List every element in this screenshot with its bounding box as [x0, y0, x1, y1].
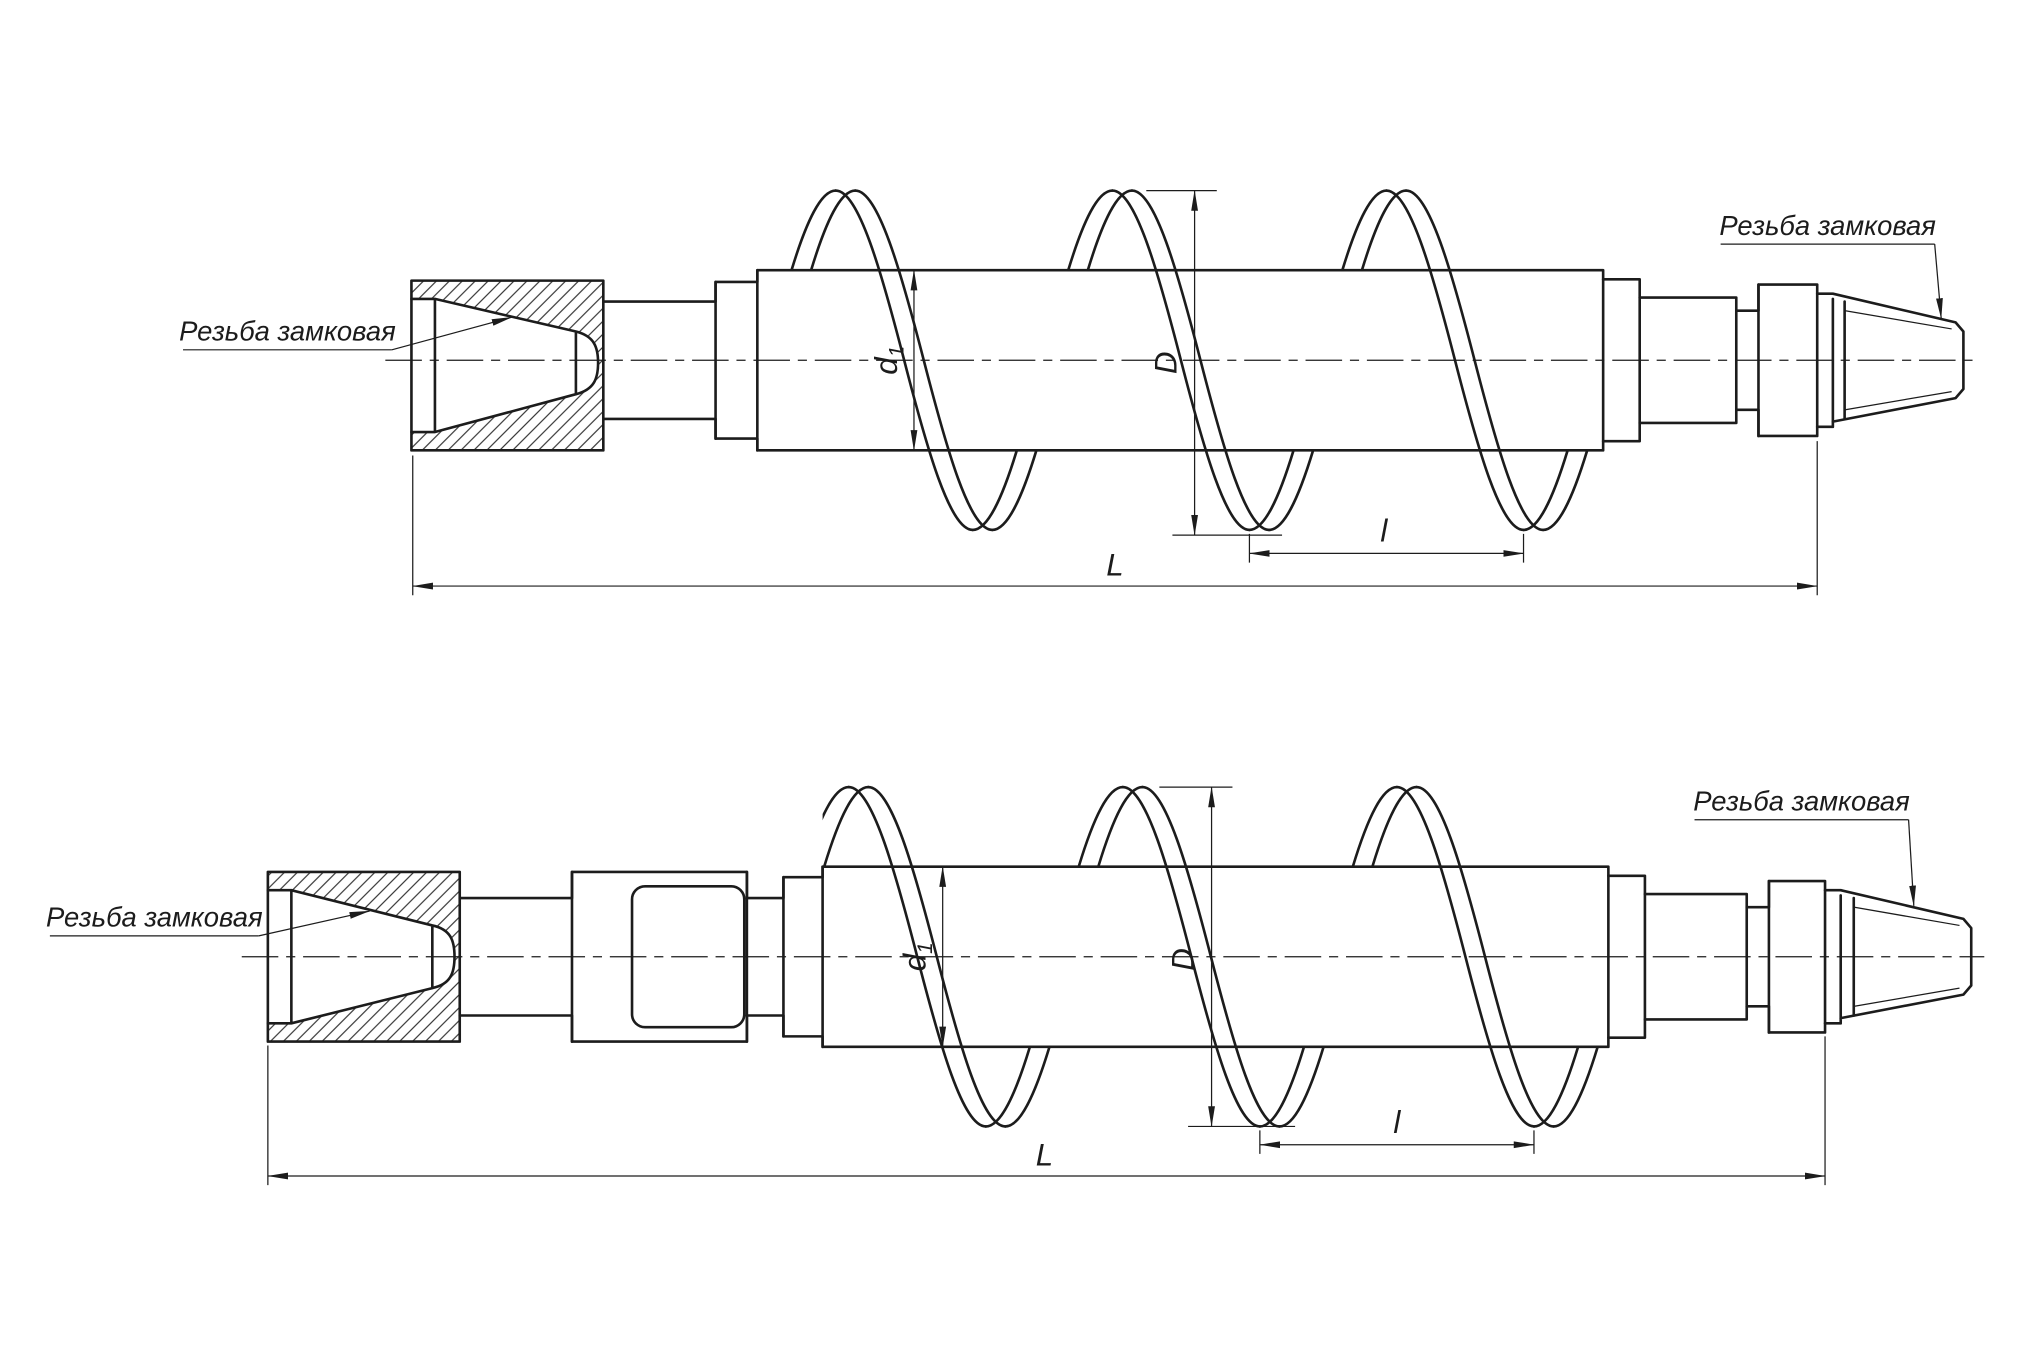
pin-thread-lines-bottom [1853, 906, 1960, 1007]
dimension-label-D-bottom: D [1165, 948, 1200, 971]
auger-figure-bottom: d1 D l L Резьба замковая [46, 786, 1985, 1186]
section-hatching-top [411, 280, 604, 451]
leader-thread-right-bottom: Резьба замковая [1693, 786, 1916, 907]
leader-label-thread-left-top: Резьба замковая [179, 316, 396, 347]
dimension-label-l-top: l [1380, 514, 1388, 549]
dimension-label-d1-bottom: d1 [898, 942, 938, 971]
dimension-pitch-bottom: l [1259, 1105, 1535, 1154]
leader-label-thread-left-bottom: Резьба замковая [46, 902, 263, 933]
dimension-flight-diameter-bottom: D [1159, 786, 1296, 1128]
box-thread-cavity-bottom [266, 888, 456, 1025]
dimension-overall-length-top: L [412, 441, 1818, 596]
leader-label-thread-right-bottom: Резьба замковая [1693, 786, 1910, 817]
auger-figure-top: d1 D l L Резьба замковая [179, 189, 1980, 596]
dimension-shaft-diameter-bottom: d1 [898, 866, 947, 1048]
dimension-pitch-top: l [1248, 514, 1525, 563]
box-thread-cavity-top [410, 297, 600, 434]
step-edges-top [714, 268, 1846, 452]
wrench-square-flat [630, 884, 746, 1029]
dimension-overall-length-bottom: L [267, 1036, 1826, 1186]
dimension-label-L-bottom: L [1036, 1138, 1053, 1173]
box-end-outline-top [410, 279, 605, 452]
dimension-label-l-bottom: l [1393, 1105, 1401, 1140]
box-end-outline-bottom [266, 870, 462, 1043]
leader-thread-left-bottom: Резьба замковая [46, 902, 371, 937]
auger-flights-top [790, 189, 1589, 532]
dimension-shaft-diameter-top: d1 [869, 269, 918, 451]
dimension-label-D-top: D [1148, 352, 1183, 375]
dimension-label-d1-top: d1 [869, 346, 909, 375]
leader-thread-left-top: Резьба замковая [179, 316, 513, 351]
step-edges-bottom [570, 865, 1856, 1049]
leader-thread-right-top: Резьба замковая [1719, 210, 1943, 320]
leader-label-thread-right-top: Резьба замковая [1719, 210, 1936, 241]
pin-thread-lines-top [1844, 310, 1952, 411]
section-hatching-bottom [267, 871, 460, 1042]
dimension-flight-diameter-top: D [1146, 189, 1283, 536]
dimension-label-L-top: L [1106, 548, 1123, 583]
